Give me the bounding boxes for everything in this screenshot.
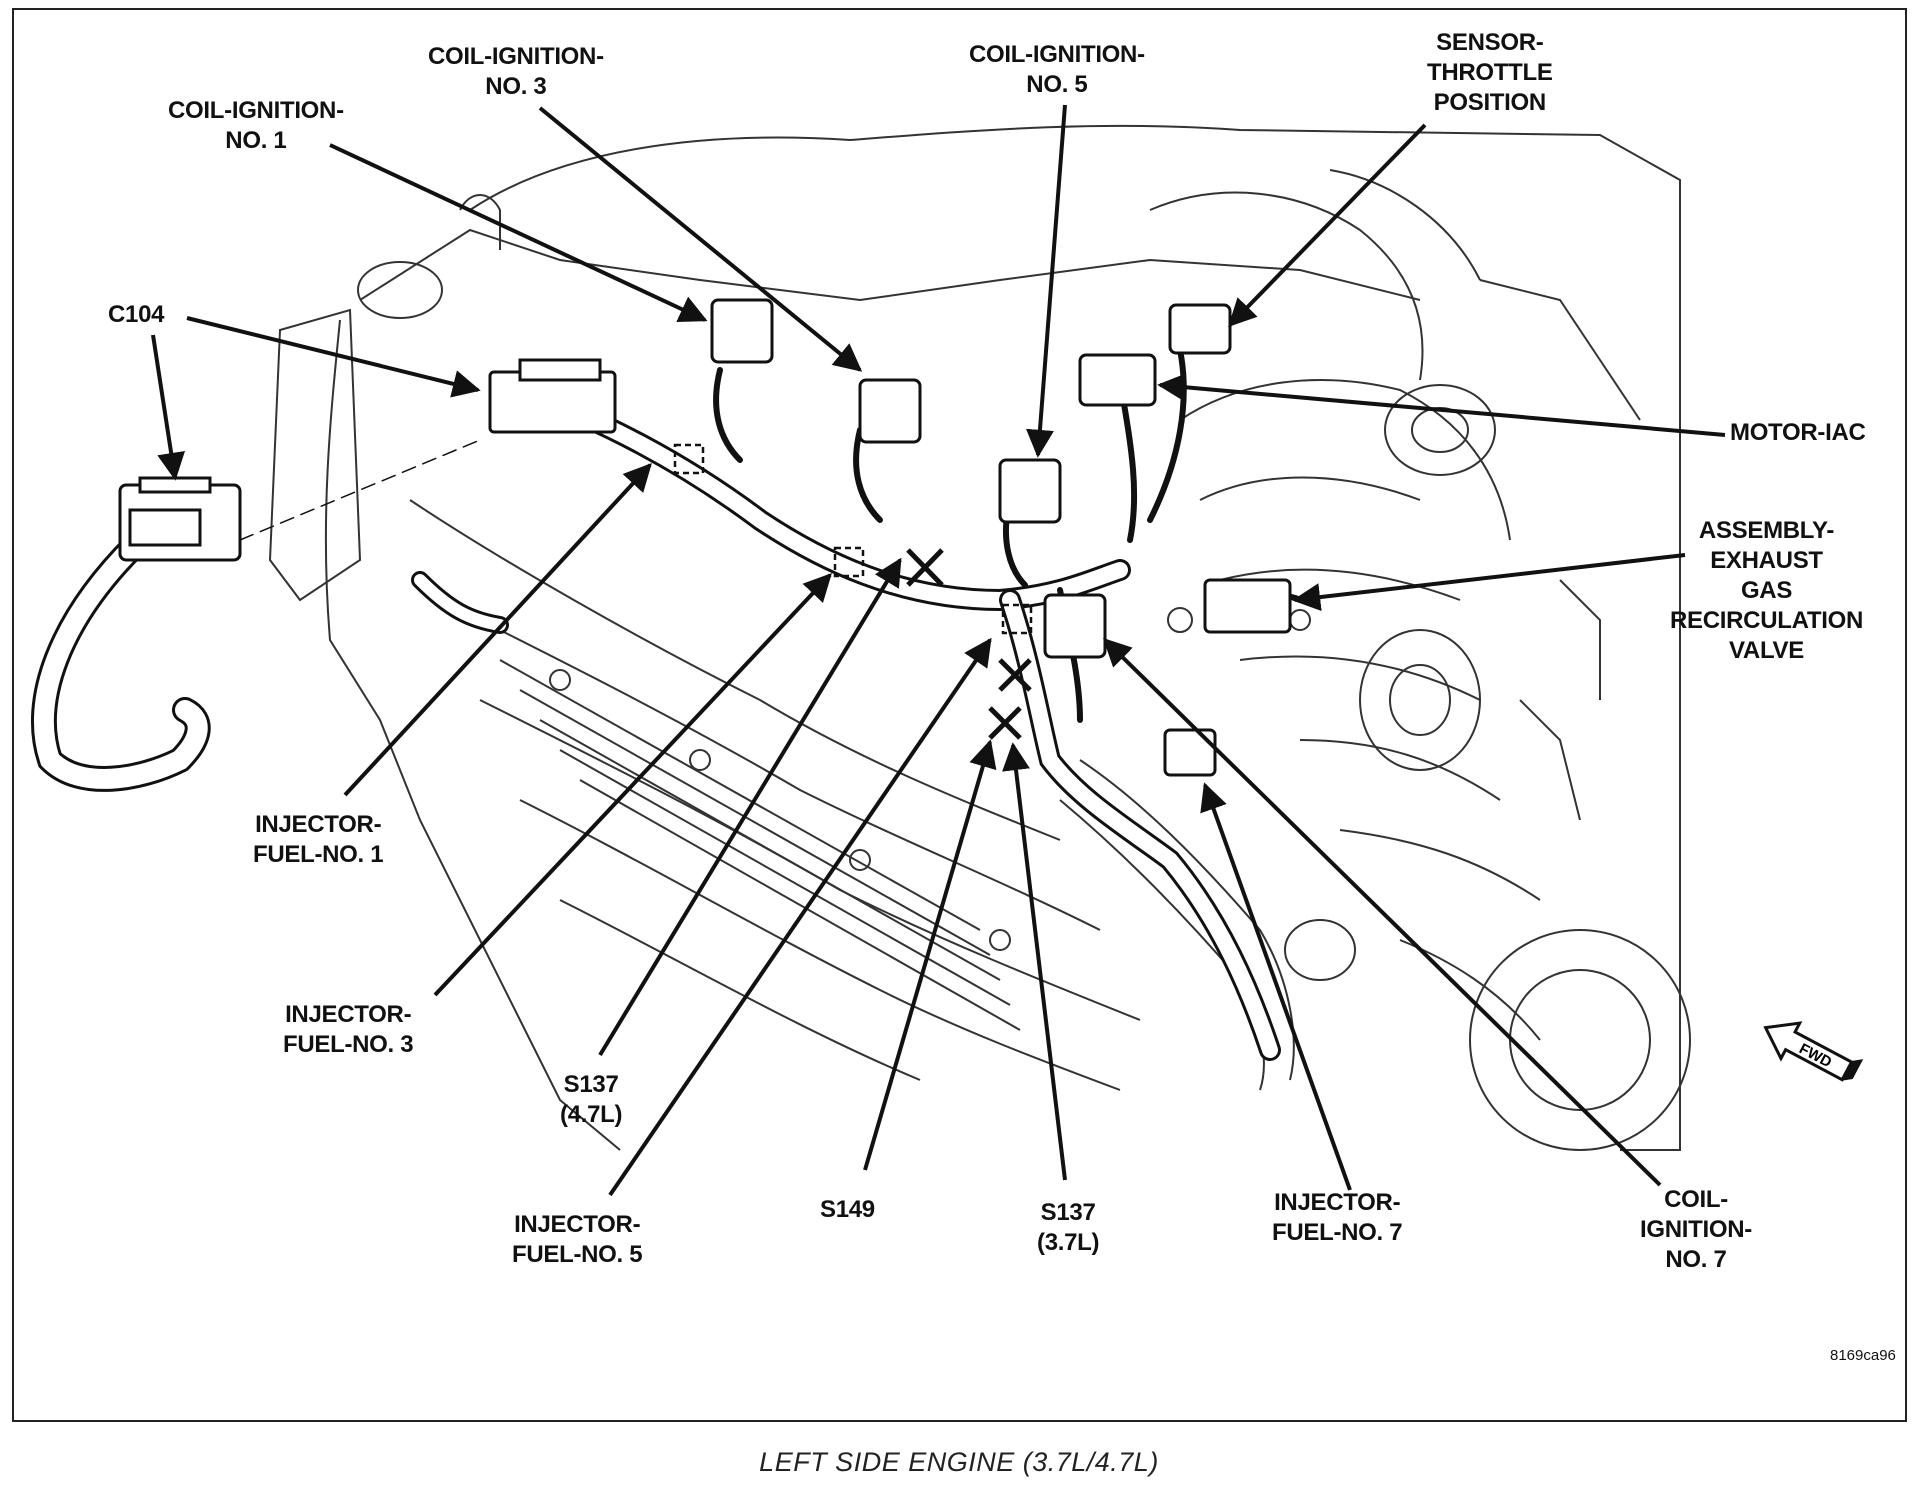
splice-markers bbox=[673, 443, 1033, 635]
leader-tps bbox=[1228, 123, 1427, 328]
label-injector-fuel-no3: INJECTOR-FUEL-NO. 3 bbox=[283, 1001, 414, 1058]
leader-injector-no1 bbox=[343, 462, 652, 797]
connectors bbox=[118, 298, 1292, 777]
figure-code: 8169ca96 bbox=[1830, 1347, 1896, 1364]
label-coil-ignition-no1: COIL-IGNITION-NO. 1 bbox=[168, 97, 344, 154]
leader-coil-no1 bbox=[329, 143, 708, 323]
label-coil-ignition-no5: COIL-IGNITION-NO. 5 bbox=[969, 41, 1145, 98]
label-motor-iac: MOTOR-IAC bbox=[1730, 419, 1866, 446]
label-coil-ignition-no3: COIL-IGNITION-NO. 3 bbox=[428, 43, 604, 100]
leader-c104 bbox=[151, 334, 186, 481]
splice-x-marks bbox=[906, 548, 1032, 740]
leader-s149 bbox=[863, 739, 997, 1171]
figure-caption: LEFT SIDE ENGINE (3.7L/4.7L) bbox=[759, 1447, 1159, 1477]
leader-coil-no3 bbox=[538, 106, 863, 372]
engine-block-outline bbox=[268, 124, 1691, 1151]
wiring-harness bbox=[30, 347, 1303, 1061]
leader-injector-no7 bbox=[1200, 782, 1352, 1191]
leader-c104-harness bbox=[186, 316, 481, 398]
diagram-frame bbox=[12, 8, 1907, 1422]
leader-injector-no3 bbox=[433, 572, 832, 997]
label-c104: C104 bbox=[108, 301, 165, 328]
leader-motor-iac bbox=[1157, 373, 1726, 437]
leader-egr bbox=[1292, 553, 1686, 612]
leader-s137-37 bbox=[1002, 742, 1067, 1181]
leader-coil-no5 bbox=[1025, 104, 1067, 458]
label-s137-4-7l: S137(4.7L) bbox=[560, 1071, 623, 1128]
leader-lines bbox=[151, 104, 1726, 1197]
label-s137-3-7l: S137(3.7L) bbox=[1037, 1199, 1100, 1256]
leader-coil-no7 bbox=[1103, 638, 1662, 1187]
fwd-arrow: FWD bbox=[1763, 1021, 1864, 1082]
leader-injector-no5 bbox=[608, 637, 992, 1197]
label-injector-fuel-no5: INJECTOR-FUEL-NO. 5 bbox=[512, 1211, 643, 1268]
label-coil-ignition-no7: COIL-IGNITION-NO. 7 bbox=[1640, 1186, 1752, 1273]
leader-s137-47 bbox=[598, 557, 902, 1057]
label-s149: S149 bbox=[820, 1196, 875, 1223]
label-injector-fuel-no7: INJECTOR-FUEL-NO. 7 bbox=[1272, 1189, 1403, 1246]
label-injector-fuel-no1: INJECTOR-FUEL-NO. 1 bbox=[253, 811, 384, 868]
